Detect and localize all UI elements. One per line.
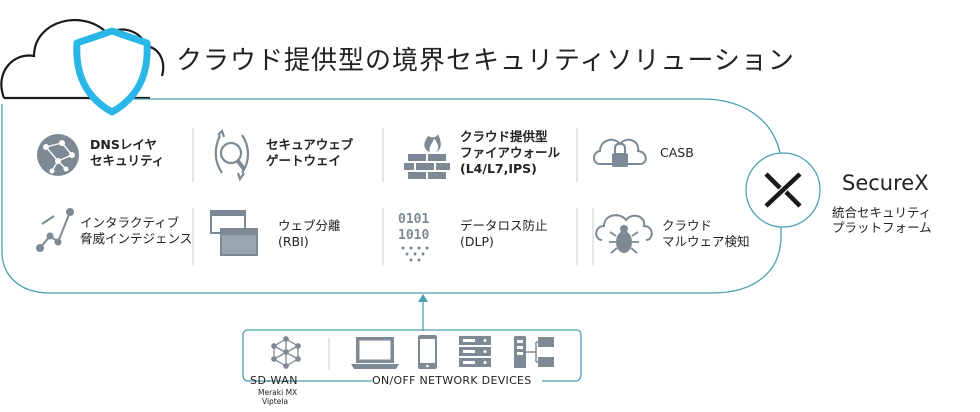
devices-frame	[242, 329, 582, 382]
browser-windows-icon	[210, 210, 258, 256]
feature-firewall-line2: ファイアウォール	[460, 145, 561, 160]
laptop-icon	[351, 337, 399, 369]
feature-swg-line1: セキュアウェブ	[266, 137, 354, 152]
svg-text:1010: 1010	[398, 228, 429, 243]
sdwan-sub1: Meraki MX	[258, 388, 298, 397]
sdwan-label: SD-WAN	[250, 374, 299, 387]
feature-threat-intel-line2: 脅威インテジェンス	[80, 231, 193, 246]
server-icon	[459, 336, 491, 367]
feature-casb: CASB	[660, 145, 694, 161]
feature-malware: クラウド マルウェア検知	[662, 218, 750, 250]
feature-dlp: データロス防止 (DLP)	[460, 218, 548, 250]
feature-dns: DNSレイヤ セキュリティ	[90, 137, 164, 169]
shield-icon	[73, 27, 151, 116]
connector-arrow	[418, 294, 428, 331]
feature-firewall: クラウド提供型 ファイアウォール (L4/L7,IPS)	[460, 129, 560, 177]
svg-text:0101: 0101	[398, 212, 429, 227]
feature-dns-line1: DNSレイヤ	[90, 137, 157, 152]
securex-subtitle-line1: 統合セキュリティ	[832, 205, 932, 220]
sdwan-sub2: Viptela	[262, 397, 289, 406]
feature-threat-intel: インタラクティブ 脅威インテジェンス	[80, 215, 192, 247]
binary-data-icon: 0101 1010	[398, 212, 429, 262]
globe-network-icon	[37, 134, 79, 176]
feature-casb-line1: CASB	[660, 145, 694, 160]
firewall-icon	[404, 134, 450, 179]
feature-swg-line2: ゲートウェイ	[266, 153, 342, 168]
feature-rbi-line1: ウェブ分離	[278, 218, 341, 233]
main-frame	[1, 98, 782, 294]
feature-dlp-line1: データロス防止	[460, 218, 548, 233]
column-dividers	[192, 128, 594, 265]
feature-rbi-line2: (RBI)	[278, 234, 309, 249]
securex-subtitle-line2: プラットフォーム	[832, 220, 932, 235]
page-title: クラウド提供型の境界セキュリティソリューション	[176, 46, 795, 76]
sdwan-sublabel: Meraki MX Viptela	[258, 388, 297, 406]
securex-x-icon	[745, 152, 821, 228]
smartphone-icon	[418, 335, 437, 369]
magnifier-arrows-icon	[214, 128, 250, 182]
line-chart-icon	[36, 208, 74, 252]
feature-malware-line1: クラウド	[662, 218, 713, 233]
securex-subtitle: 統合セキュリティ プラットフォーム	[832, 205, 932, 235]
feature-rbi: ウェブ分離 (RBI)	[278, 218, 341, 250]
feature-firewall-line3: (L4/L7,IPS)	[460, 161, 537, 176]
securex-title: SecureX	[842, 171, 929, 195]
cloud-lock-icon	[593, 138, 647, 167]
feature-firewall-line1: クラウド提供型	[460, 129, 548, 144]
sdwan-mesh-icon	[271, 336, 301, 369]
network-switch-icon	[514, 336, 554, 368]
feature-dlp-line2: (DLP)	[460, 234, 494, 249]
cloud-outline	[0, 19, 165, 99]
feature-dns-line2: セキュリティ	[90, 153, 165, 168]
feature-swg: セキュアウェブ ゲートウェイ	[266, 137, 353, 169]
cloud-bug-icon	[595, 214, 653, 254]
feature-malware-line2: マルウェア検知	[662, 234, 750, 249]
network-devices-label: ON/OFF NETWORK DEVICES	[372, 374, 532, 387]
feature-threat-intel-line1: インタラクティブ	[80, 215, 180, 230]
